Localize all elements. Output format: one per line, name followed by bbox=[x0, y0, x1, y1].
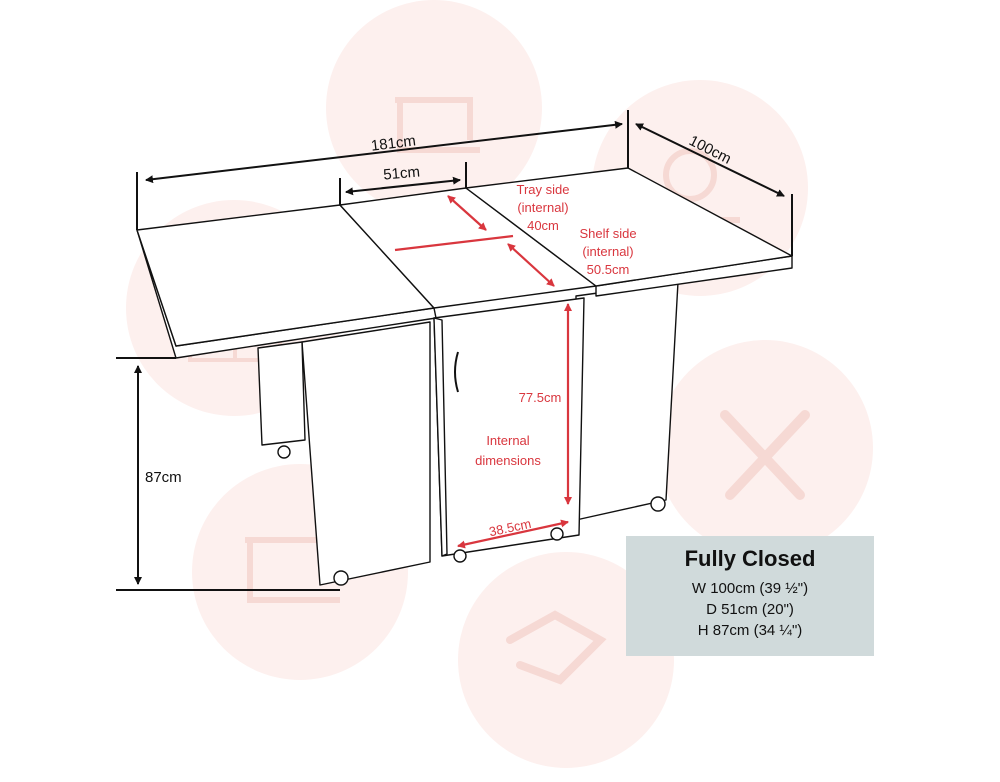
label-shelf-side: Shelf side bbox=[579, 226, 636, 241]
door-handle bbox=[454, 351, 459, 393]
label-shelf-value: 50.5cm bbox=[587, 262, 630, 277]
right-cabinet bbox=[575, 281, 679, 521]
closed-width: W 100cm (39 ½") bbox=[691, 580, 809, 597]
caster bbox=[453, 549, 467, 563]
watermark-circle bbox=[657, 340, 873, 556]
left-cabinet bbox=[301, 321, 431, 586]
tools-icon bbox=[720, 410, 810, 500]
watermark-circle bbox=[458, 552, 674, 768]
left-leaf-leg bbox=[257, 341, 306, 446]
label-tray-side: Tray side bbox=[517, 182, 570, 197]
cabinet-side-strip bbox=[433, 317, 448, 557]
handshake-icon bbox=[506, 610, 607, 685]
front-cabinet bbox=[433, 297, 585, 557]
caster bbox=[650, 496, 666, 512]
closed-height: H 87cm (34 ¼") bbox=[697, 622, 803, 639]
label-tray-internal: (internal) bbox=[517, 200, 568, 215]
label-shelf-internal: (internal) bbox=[582, 244, 633, 259]
caster bbox=[277, 445, 291, 459]
black-dimensions bbox=[116, 110, 793, 591]
label-tray-value: 40cm bbox=[527, 218, 559, 233]
label-cabinet-height: 77.5cm bbox=[519, 390, 562, 405]
caster bbox=[550, 527, 564, 541]
label-dimensions: dimensions bbox=[475, 453, 541, 468]
label-internal: Internal bbox=[486, 433, 529, 448]
label-center-width: 51cm bbox=[383, 163, 421, 183]
caster bbox=[333, 570, 349, 586]
fully-closed-panel: Fully Closed W 100cm (39 ½") D 51cm (20"… bbox=[626, 536, 874, 656]
fully-closed-title: Fully Closed bbox=[684, 546, 816, 571]
red-dimensions bbox=[394, 195, 572, 549]
closed-depth: D 51cm (20") bbox=[706, 601, 794, 618]
label-total-width: 181cm bbox=[370, 132, 417, 154]
label-height: 87cm bbox=[145, 469, 182, 486]
